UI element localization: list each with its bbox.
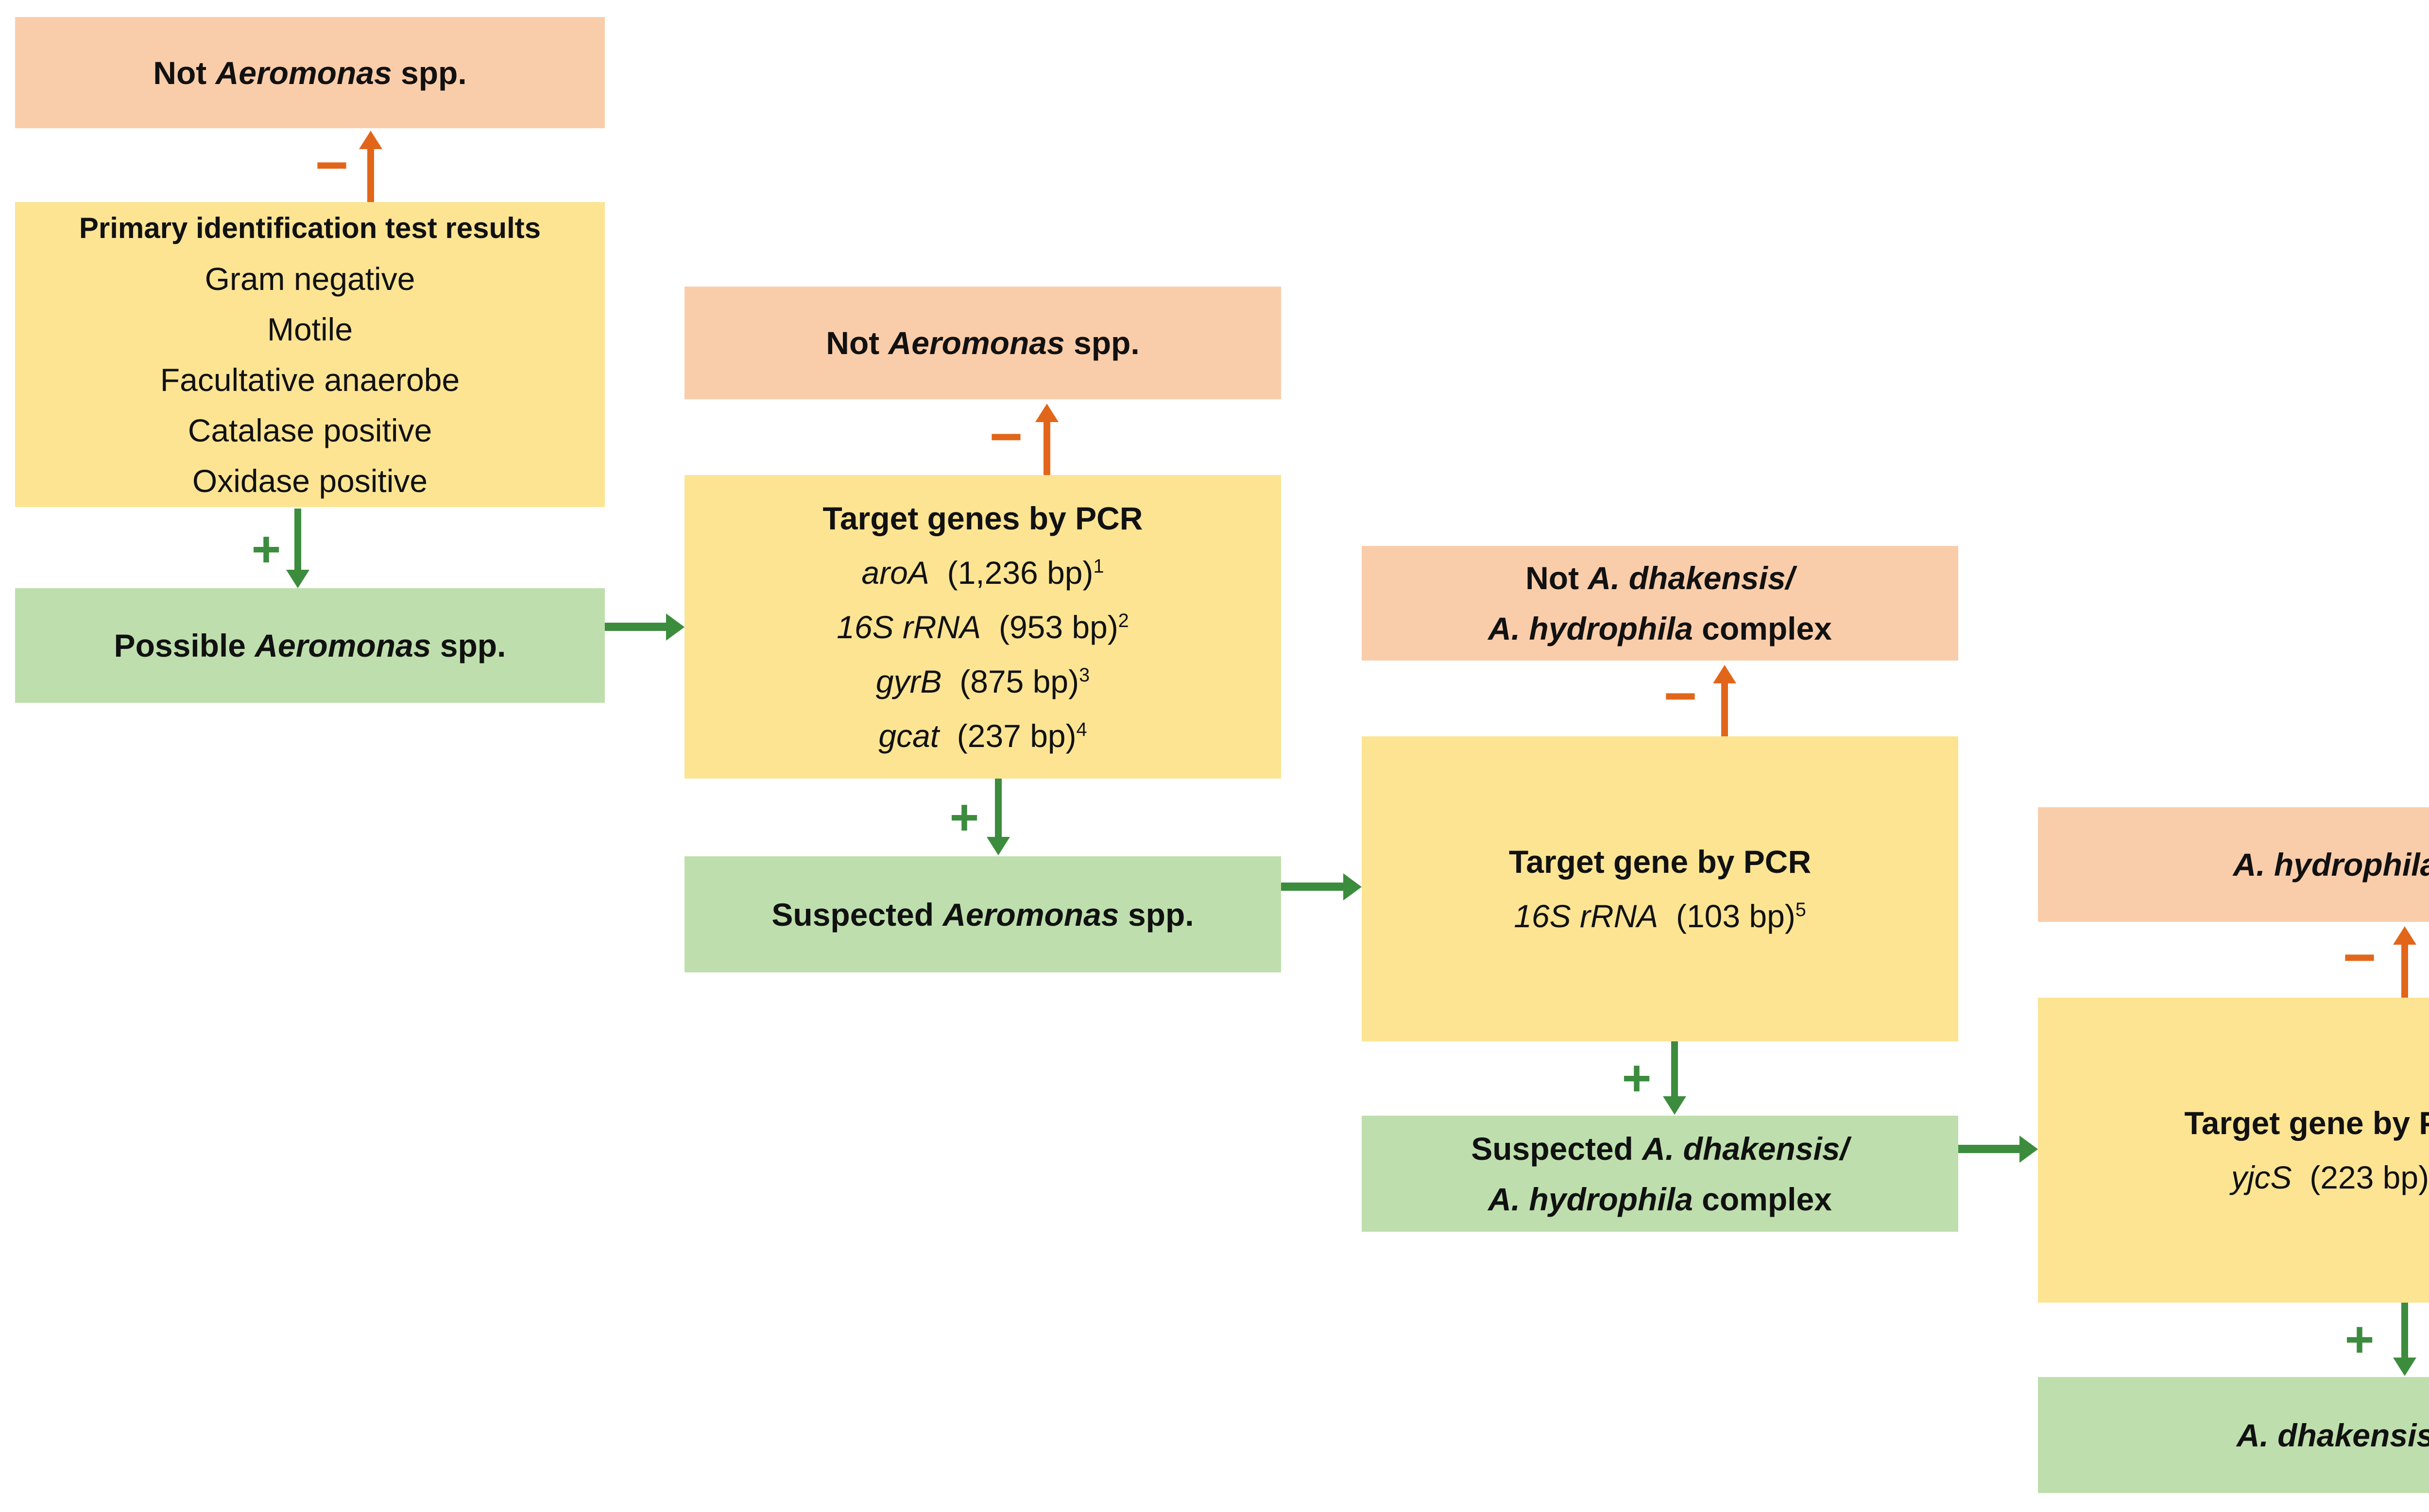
box-line: Oxidase positive [192, 463, 428, 499]
box-line: A. hydrophila [2233, 847, 2429, 883]
box-a-hydrophila: A. hydrophila [2038, 807, 2429, 922]
plus-sign-1: + [251, 521, 281, 578]
negative-arrow-up-4 [2393, 926, 2416, 998]
box-not-aeromonas-2: Not Aeromonas spp. [684, 287, 1281, 399]
box-line: Target genes by PCR [822, 500, 1143, 536]
box-line: Suspected A. dhakensis/ [1471, 1130, 1849, 1167]
flow-arrow-right-3 [1958, 1145, 2019, 1153]
box-suspected-aeromonas: Suspected Aeromonas spp. [684, 856, 1281, 972]
box-line: Facultative anaerobe [160, 362, 460, 398]
box-target-genes-pcr: Target genes by PCR aroA (1,236 bp)1 16S… [684, 475, 1281, 779]
plus-sign-2: + [949, 789, 979, 846]
box-line: Target gene by PCR [2184, 1105, 2429, 1141]
box-line: Not Aeromonas spp. [826, 325, 1140, 361]
box-line: Motile [267, 311, 353, 347]
box-line: Possible Aeromonas spp. [114, 628, 506, 663]
minus-sign-4: − [2343, 925, 2377, 989]
negative-arrow-up-1 [359, 131, 382, 202]
minus-sign-3: − [1663, 664, 1697, 728]
box-line: aroA (1,236 bp)1 [861, 554, 1104, 591]
plus-sign-3: + [1622, 1050, 1652, 1106]
box-line: Not Aeromonas spp. [153, 54, 467, 91]
positive-arrow-down-1 [286, 509, 309, 588]
box-line: A. dhakensis [2236, 1417, 2429, 1453]
minus-sign-2: − [989, 405, 1023, 469]
box-possible-aeromonas: Possible Aeromonas spp. [15, 588, 605, 703]
box-line: A. hydrophila complex [1488, 1181, 1832, 1217]
negative-arrow-up-3 [1713, 665, 1736, 736]
box-a-dhakensis: A. dhakensis [2038, 1377, 2429, 1493]
box-line: gcat (237 bp)4 [878, 717, 1087, 754]
negative-arrow-up-2 [1035, 404, 1059, 475]
minus-sign-1: − [315, 133, 349, 197]
box-not-aeromonas-1: Not Aeromonas spp. [15, 17, 605, 128]
plus-sign-4: + [2344, 1311, 2375, 1368]
box-line: Catalase positive [188, 412, 432, 448]
box-line: Target gene by PCR [1508, 844, 1812, 880]
box-line: 16S rRNA (103 bp)5 [1514, 898, 1806, 934]
box-target-gene-16s: Target gene by PCR 16S rRNA (103 bp)5 [1362, 736, 1958, 1041]
flow-arrow-right-1 [605, 623, 666, 631]
box-target-gene-yjcs: Target gene by PCR yjcS (223 bp)6 [2038, 998, 2429, 1303]
box-line: yjcS (223 bp)6 [2231, 1159, 2429, 1195]
box-line: gyrB (875 bp)3 [875, 663, 1090, 699]
flow-arrow-right-2 [1281, 883, 1343, 891]
box-line: 16S rRNA (953 bp)2 [837, 609, 1129, 645]
box-line: Gram negative [205, 261, 415, 297]
box-suspected-dhakensis-hydrophila: Suspected A. dhakensis/ A. hydrophila co… [1362, 1116, 1958, 1232]
positive-arrow-down-4 [2393, 1303, 2416, 1376]
box-line: Primary identification test results [79, 212, 541, 244]
positive-arrow-down-3 [1663, 1041, 1686, 1115]
box-line: Not A. dhakensis/ [1525, 560, 1795, 596]
positive-arrow-down-2 [987, 779, 1010, 855]
box-line: Suspected Aeromonas spp. [771, 896, 1194, 933]
box-line: A. hydrophila complex [1488, 611, 1832, 646]
box-not-dhakensis-hydrophila: Not A. dhakensis/ A. hydrophila complex [1362, 546, 1958, 661]
box-primary-id-tests: Primary identification test results Gram… [15, 202, 605, 507]
